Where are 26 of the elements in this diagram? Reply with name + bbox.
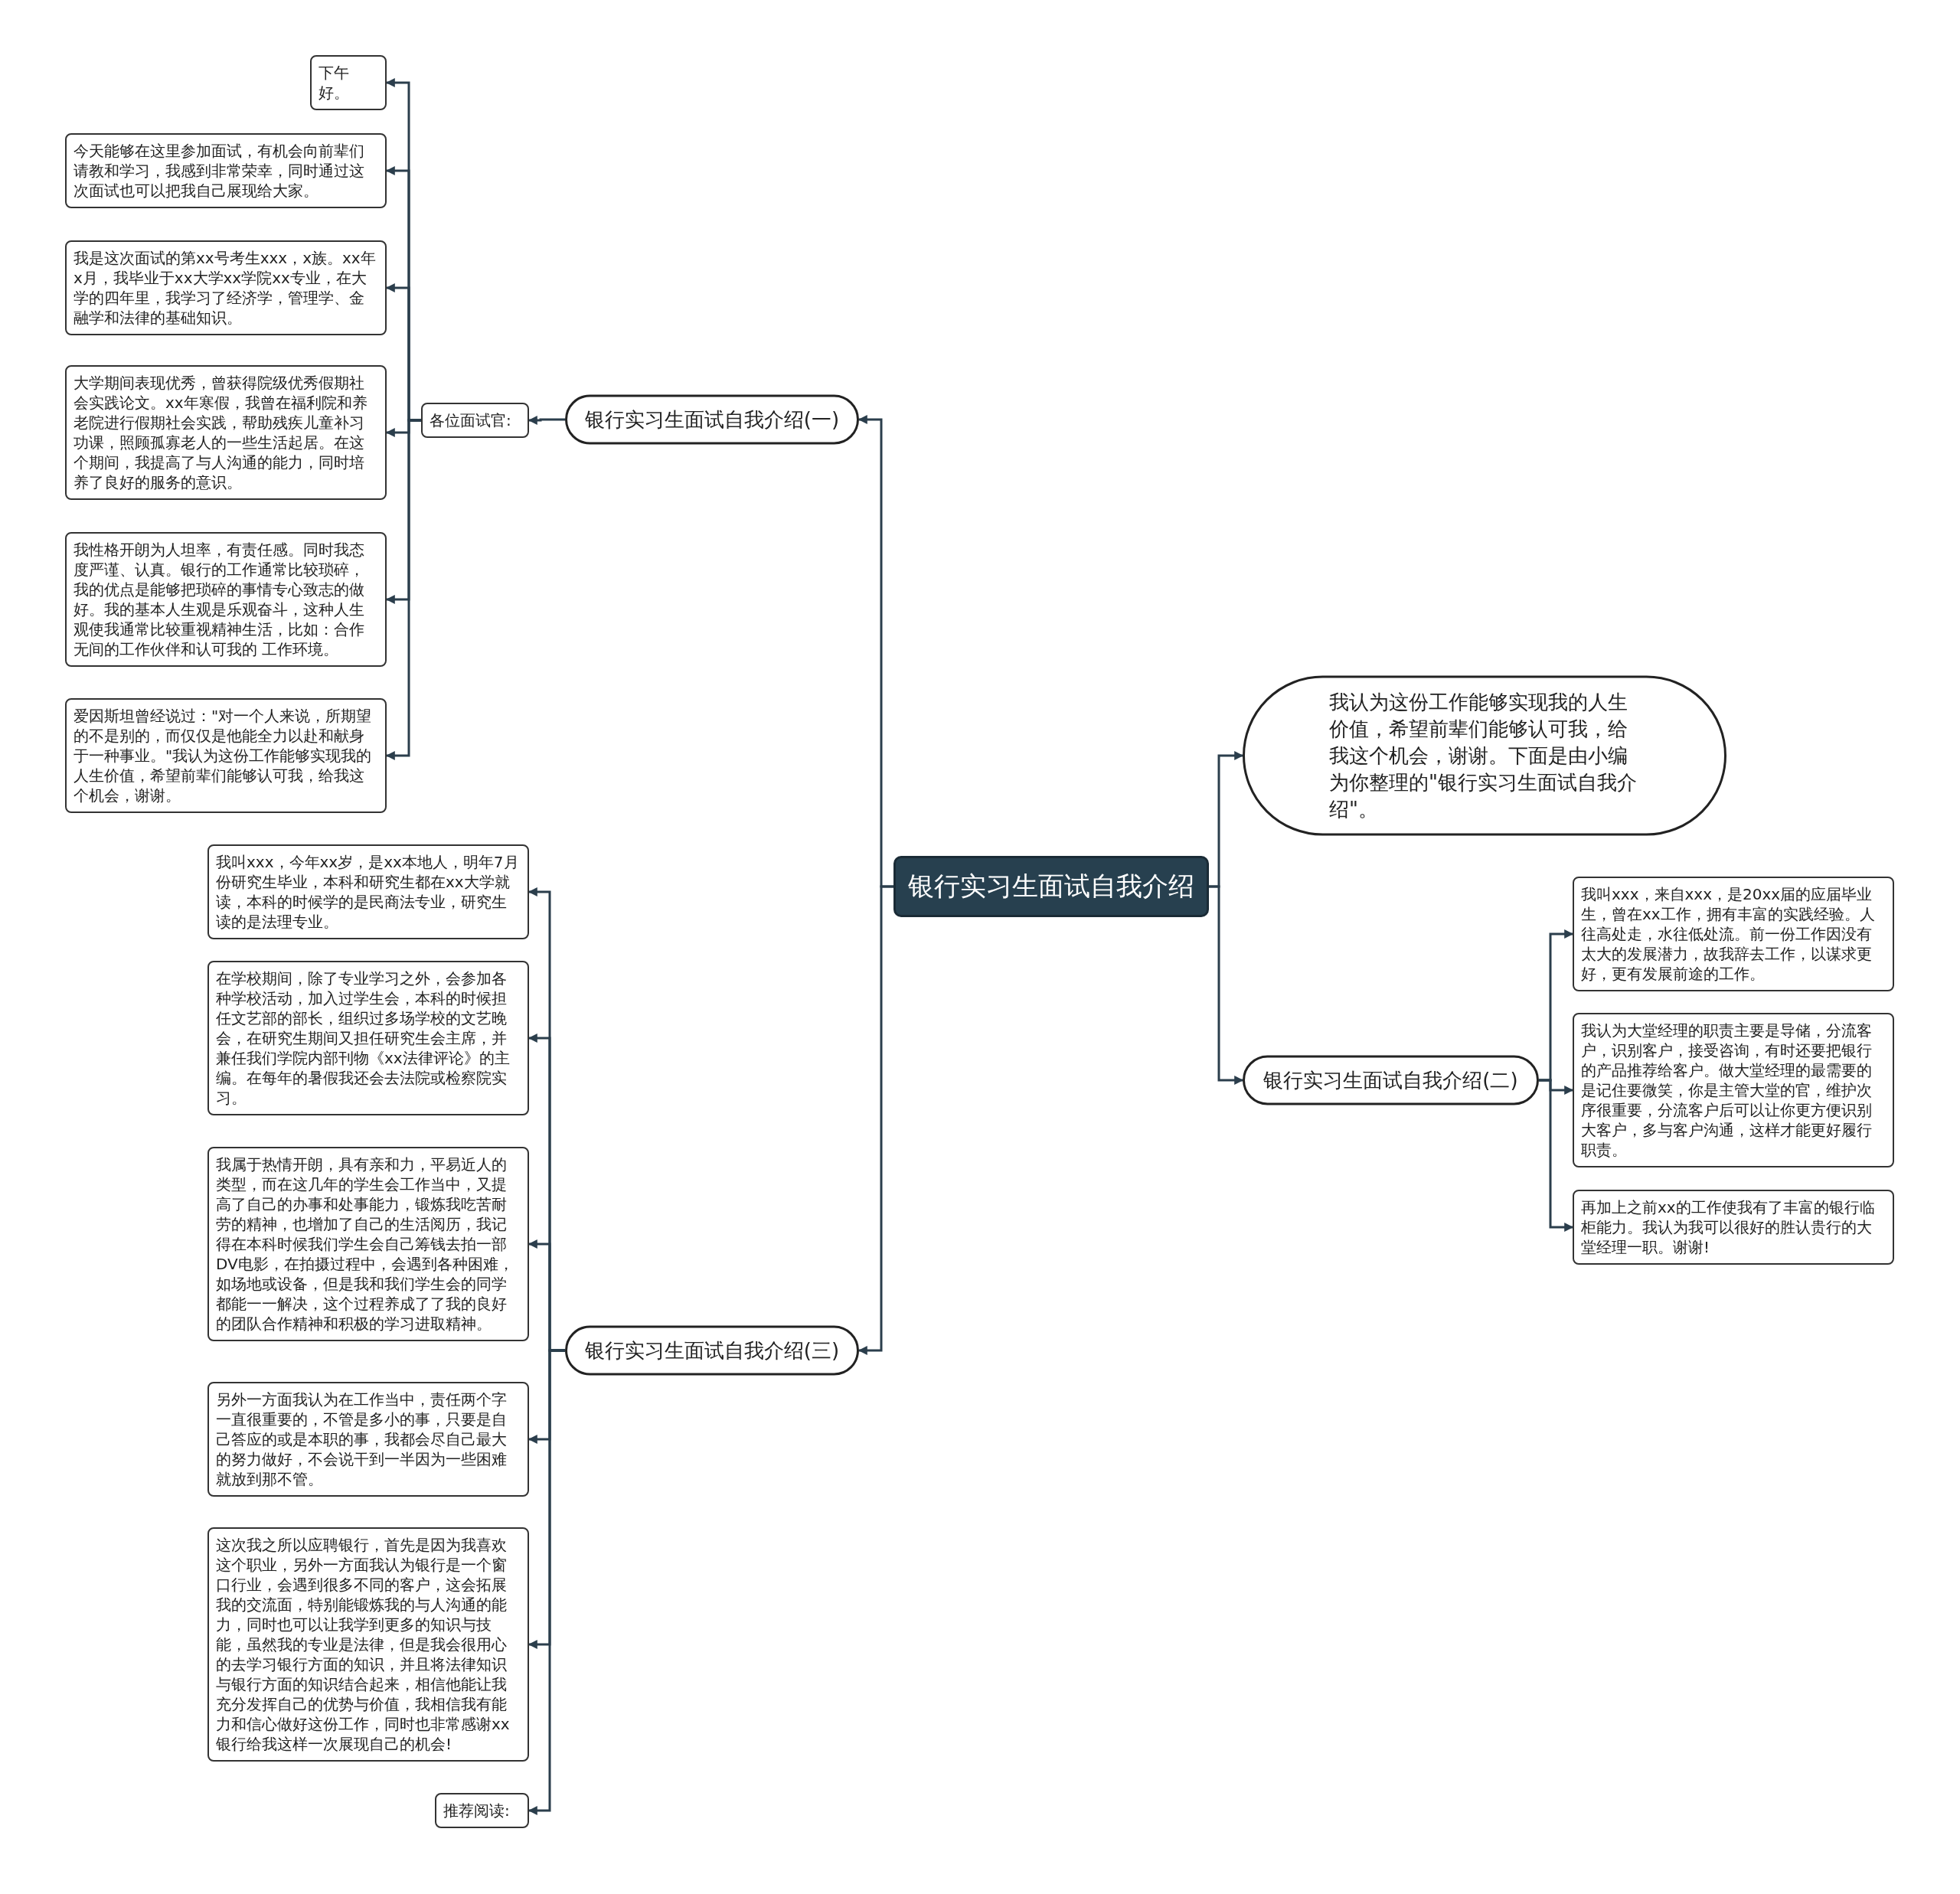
text-box: 我叫xxx，来自xxx，是20xx届的应届毕业生，曾在xx工作，拥有丰富的实践经验。人往高处走，水往低处流。前一份工作因没有太大的发展潜力，故我辞去工作，以谋求更好，更有发展前途的工作。 <box>1573 877 1894 991</box>
topic-pill: 我认为这份工作能够实现我的人生价值，希望前辈们能够认可我，给我这个机会，谢谢。下面是由小编为你整理的"银行实习生面试自我介绍"。 <box>1243 675 1726 836</box>
text-box: 各位面试官: <box>421 403 529 438</box>
text-box: 爱因斯坦曾经说过："对一个人来说，所期望的不是别的，而仅仅是他能全力以赴和献身于一种事业。"我认为这份工作能够实现我的人生价值，希望前辈们能够认可我，给我这个机会，谢谢。 <box>65 698 387 813</box>
connector-arrow <box>385 419 421 760</box>
text-box: 下午好。 <box>310 55 387 110</box>
topic-pill: 银行实习生面试自我介绍(一) <box>565 394 859 445</box>
connector-arrow <box>1209 885 1244 1085</box>
topic-pill: 银行实习生面试自我介绍(三) <box>565 1325 859 1376</box>
topic-pill: 银行实习生面试自我介绍(二) <box>1243 1055 1539 1105</box>
text-box: 推荐阅读: <box>435 1793 529 1828</box>
central-topic-box: 银行实习生面试自我介绍 <box>893 856 1209 917</box>
text-box: 今天能够在这里参加面试，有机会向前辈们请教和学习，我感到非常荣幸，同时通过这次面试也可以把我自己展现给大家。 <box>65 133 387 208</box>
text-box: 我是这次面试的第xx号考生xxx，x族。xx年x月，我毕业于xx大学xx学院xx专业，在大学的四年里，我学习了经济学，管理学、金融学和法律的基础知识。 <box>65 240 387 335</box>
connector-arrow <box>528 416 565 425</box>
text-box: 我性格开朗为人坦率，有责任感。同时我态度严谨、认真。银行的工作通常比较琐碎，我的优点是能够把琐碎的事情专心致志的做好。我的基本人生观是乐观奋斗，这种人生观使我通常比较重视精神生活，比如：合作无间的工作伙伴和认可我的 工作环境。 <box>65 532 387 667</box>
text-box: 我认为大堂经理的职责主要是导储，分流客户，识别客户，接受咨询，有时还要把银行的产品推荐给客户。做大堂经理的最需要的是记住要微笑，你是主管大堂的官，维护次序很重要，分流客户后可以让你更方便识别大客户，多与客户沟通，这样才能更好履行职责。 <box>1573 1013 1894 1167</box>
connector-arrow <box>858 885 893 1355</box>
text-box: 再加上之前xx的工作使我有了丰富的银行临柜能力。我认为我可以很好的胜认贵行的大堂经理一职。谢谢! <box>1573 1190 1894 1265</box>
text-box: 我叫xxx，今年xx岁，是xx本地人，明年7月份研究生毕业，本科和研究生都在xx大学就读，本科的时候学的是民商法专业，研究生读的是法理专业。 <box>207 844 529 939</box>
text-box: 大学期间表现优秀，曾获得院级优秀假期社会实践论文。xx年寒假，我曾在福利院和养老院进行假期社会实践，帮助残疾儿童补习功课，照顾孤寡老人的一些生活起居。在这个期间，我提高了与人沟通的能力，同时培养了良好的服务的意识。 <box>65 365 387 500</box>
text-box: 这次我之所以应聘银行，首先是因为我喜欢这个职业，另外一方面我认为银行是一个窗口行业，会遇到很多不同的客户，这会拓展我的交流面，特别能锻炼我的与人沟通的能力，同时也可以让我学到更多的知识与技能，虽然我的专业是法律，但是我会很用心的去学习银行方面的知识，并且将法律知识与银行方面的知识结合起来，相信他能让我充分发挥自己的优势与价值，我相信我有能力和信心做好这份工作，同时也非常感谢xx银行给我这样一次展现自己的机会! <box>207 1527 529 1762</box>
text-box: 我属于热情开朗，具有亲和力，平易近人的类型，而在这几年的学生会工作当中，又提高了自己的办事和处事能力，锻炼我吃苦耐劳的精神，也增加了自己的生活阅历，我记得在本科时候我们学生会自己筹钱去拍一部DV电影，在拍摄过程中，会遇到各种困难，如场地或设备，但是我和我们学生会的同学都能一一解决，这个过程养成了了我的良好的团队合作精神和积极的学习进取精神。 <box>207 1147 529 1341</box>
text-box: 另外一方面我认为在工作当中，责任两个字一直很重要的，不管是多小的事，只要是自己答应的或是本职的事，我都会尽自己最大的努力做好，不会说干到一半因为一些困难就放到那不管。 <box>207 1382 529 1497</box>
connector-arrow <box>1539 1079 1574 1232</box>
text-box: 在学校期间，除了专业学习之外，会参加各种学校活动，加入过学生会，本科的时候担任文艺部的部长，组织过多场学校的文艺晚会，在研究生期间又担任研究生会主席，并兼任我们学院内部刊物《xx法律评论》的主编。在每年的暑假我还会去法院或检察院实习。 <box>207 961 529 1115</box>
